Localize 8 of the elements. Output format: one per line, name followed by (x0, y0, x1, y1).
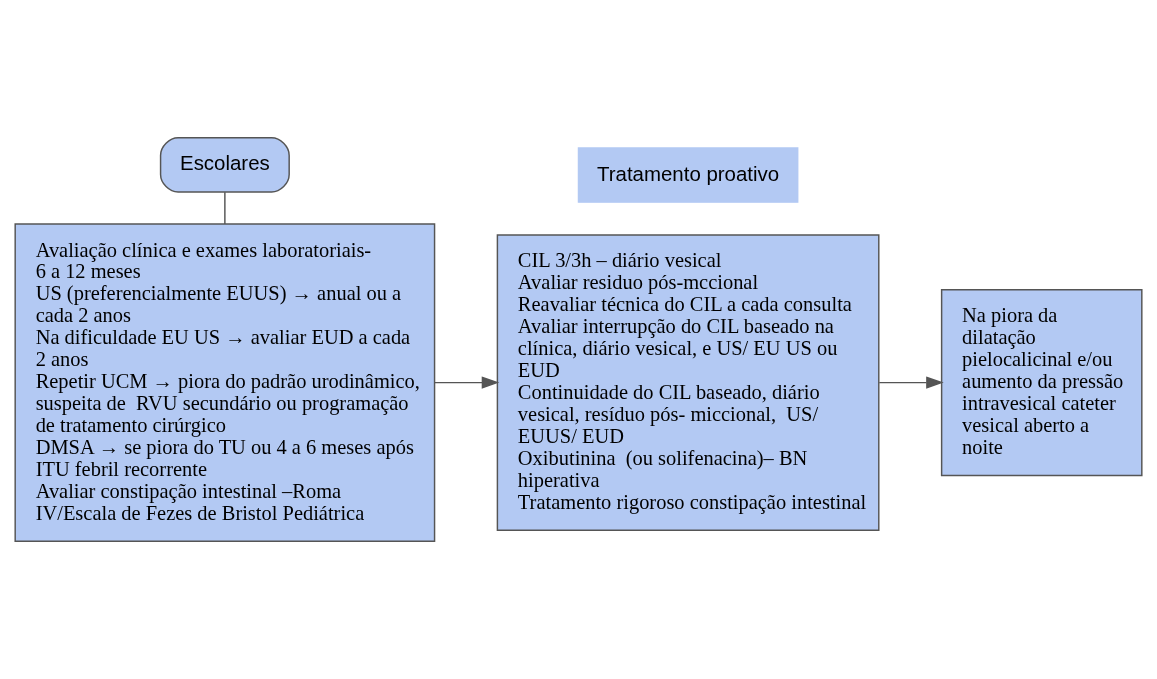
node-box: Avaliação clínica e exames laboratoriais- 6 a 12 meses US (preferencialmente EUUS) → anual ou a cada 2 anos Na dificuldade EU US → avaliar EUD a cada 2 anos Repetir UCM → piora do padrão urodinâmico, suspeita de RVU secundário ou programação de tratamento cirúrgico DMSA → se piora do TU ou 4 a 6 meses após ITU febril recorrente Avaliar constipação intestinal –Roma IV/Escala de Fezes de Bristol Pediátrica (14, 223, 436, 542)
connector (224, 191, 226, 225)
node-box: Escolares (159, 137, 290, 193)
arrow (878, 376, 944, 389)
node-box: CIL 3/3h – diário vesical Avaliar residuo pós-mccional Reavaliar técnica do CIL a cada consulta Avaliar interrupção do CIL baseado na clínica, diário vesical, e US/ EU US ou EUD Continuidade do CIL baseado, diário vesical, resíduo pós- miccional, US/ EUUS/ EUD Oxibutinina (ou solifenacina)– BN hiperativa Tratamento rigoroso constipação intestinal (496, 234, 880, 531)
arrow (434, 376, 500, 389)
node-box: Tratamento proativo (577, 147, 799, 203)
node-box: Na piora da dilatação pielocalicinal e/ou aumento da pressão intravesical cateter vesical aberto a noite (940, 289, 1143, 477)
